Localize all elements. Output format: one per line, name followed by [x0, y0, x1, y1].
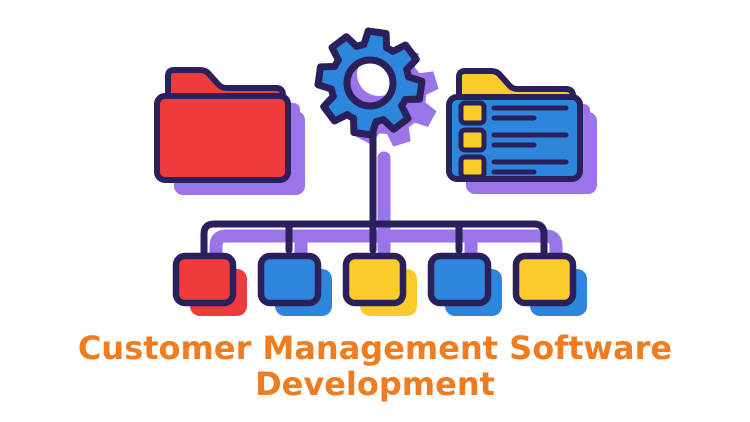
checkbox-icon	[458, 154, 487, 180]
caption: Customer Management Software Development	[0, 330, 750, 402]
tree-node	[512, 252, 577, 307]
caption-line-1: Customer Management Software	[77, 329, 673, 367]
checkbox-icon	[458, 100, 487, 126]
tree-node	[427, 252, 492, 307]
list-rows	[458, 100, 569, 180]
tree-node	[257, 252, 322, 307]
folder-icon	[154, 67, 305, 195]
folder-body	[154, 93, 291, 183]
tree-connector	[200, 128, 548, 256]
checkbox-icon	[458, 127, 487, 153]
tree-nodes	[172, 252, 587, 316]
gear-hub-outline	[343, 56, 397, 110]
tree-node	[172, 252, 237, 307]
gear-icon	[314, 27, 426, 139]
list-folder-icon	[446, 68, 597, 194]
caption-line-2: Development	[255, 365, 495, 403]
tree-node	[342, 252, 407, 307]
